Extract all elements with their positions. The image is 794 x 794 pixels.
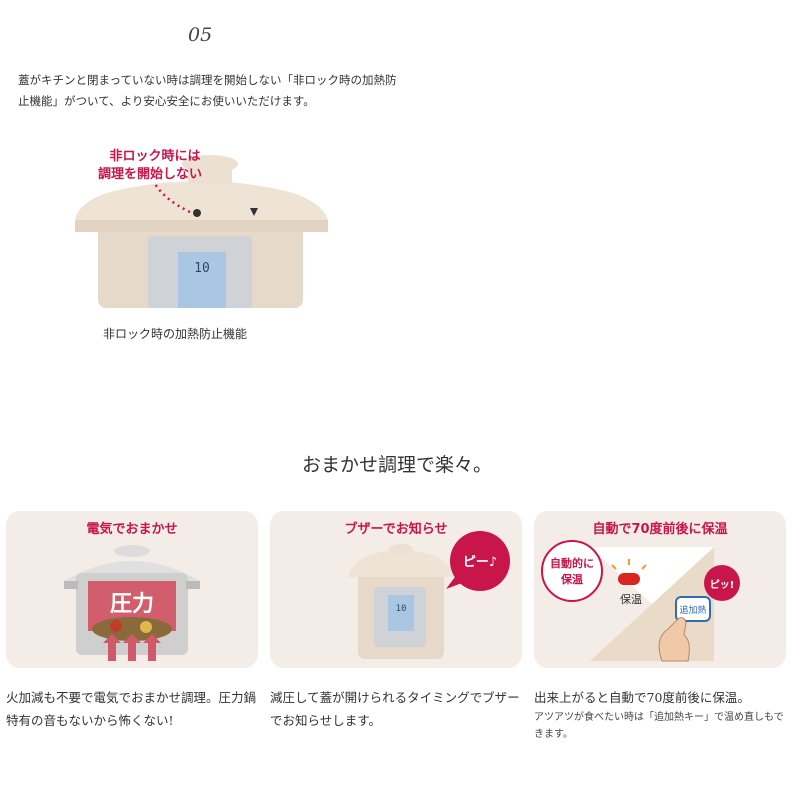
card3-description: 出来上がると自動で70度前後に保温。 アツアツが食べたい時は「追加熱キー」で温め… — [534, 686, 789, 743]
intro-text: 蓋がキチンと閉まっていない時は調理を開始しない「非ロック時の加熱防止機能」がつい… — [18, 73, 397, 108]
card-electric: 電気でおまかせ 圧力 — [6, 511, 258, 668]
card-title: ブザーでお知らせ — [344, 522, 448, 537]
callout-line1: 非ロック時には — [109, 148, 200, 164]
cooker-buzzer-illustration: 10 ピー♪ — [348, 531, 510, 659]
pot-illustration: 圧力 — [64, 545, 200, 661]
card3-main-text: 出来上がると自動で70度前後に保温。 — [534, 690, 750, 705]
reheat-button-label: 追加熱 — [679, 604, 706, 616]
card1-description: 火加減も不要で電気でおまかせ調理。圧力鍋特有の音もないから怖くない! — [6, 690, 257, 728]
svg-text:10: 10 — [396, 604, 407, 614]
section-heading: おまかせ調理で楽々。 — [301, 454, 492, 476]
card-keep-warm: 自動で70度前後に保温 自動的に 保温 保温 ピッ! 追加熱 — [534, 511, 786, 668]
auto-label-line1: 自動的に — [550, 556, 594, 570]
svg-text:10: 10 — [194, 261, 210, 276]
pot-pressure-label: 圧力 — [110, 592, 154, 617]
card-title: 電気でおまかせ — [86, 522, 178, 537]
card-title: 自動で70度前後に保温 — [592, 522, 728, 537]
step-number: 05 — [188, 24, 213, 46]
beep-label: ピッ! — [710, 579, 735, 591]
figure1-caption: 非ロック時の加熱防止機能 — [102, 327, 247, 341]
keep-warm-label: 保温 — [620, 592, 642, 606]
card-buzzer: ブザーでお知らせ 10 ピー♪ — [270, 511, 522, 668]
pressure-cooker-illustration: 10 非ロック時には 調理を開始しない — [75, 148, 328, 308]
keep-warm-illustration: 自動的に 保温 保温 ピッ! 追加熱 — [541, 540, 740, 662]
card3-note: アツアツが食べたい時は「追加熱キー」で温め直しもできます。 — [534, 712, 784, 740]
callout-line2: 調理を開始しない — [98, 166, 202, 182]
auto-label-line2: 保温 — [560, 572, 583, 586]
card2-description: 減圧して蓋が開けられるタイミングでブザーでお知らせします。 — [270, 690, 520, 728]
buzzer-bubble-text: ピー♪ — [463, 555, 497, 570]
lock-prevention-figure: 10 非ロック時には 調理を開始しない — [70, 140, 335, 308]
